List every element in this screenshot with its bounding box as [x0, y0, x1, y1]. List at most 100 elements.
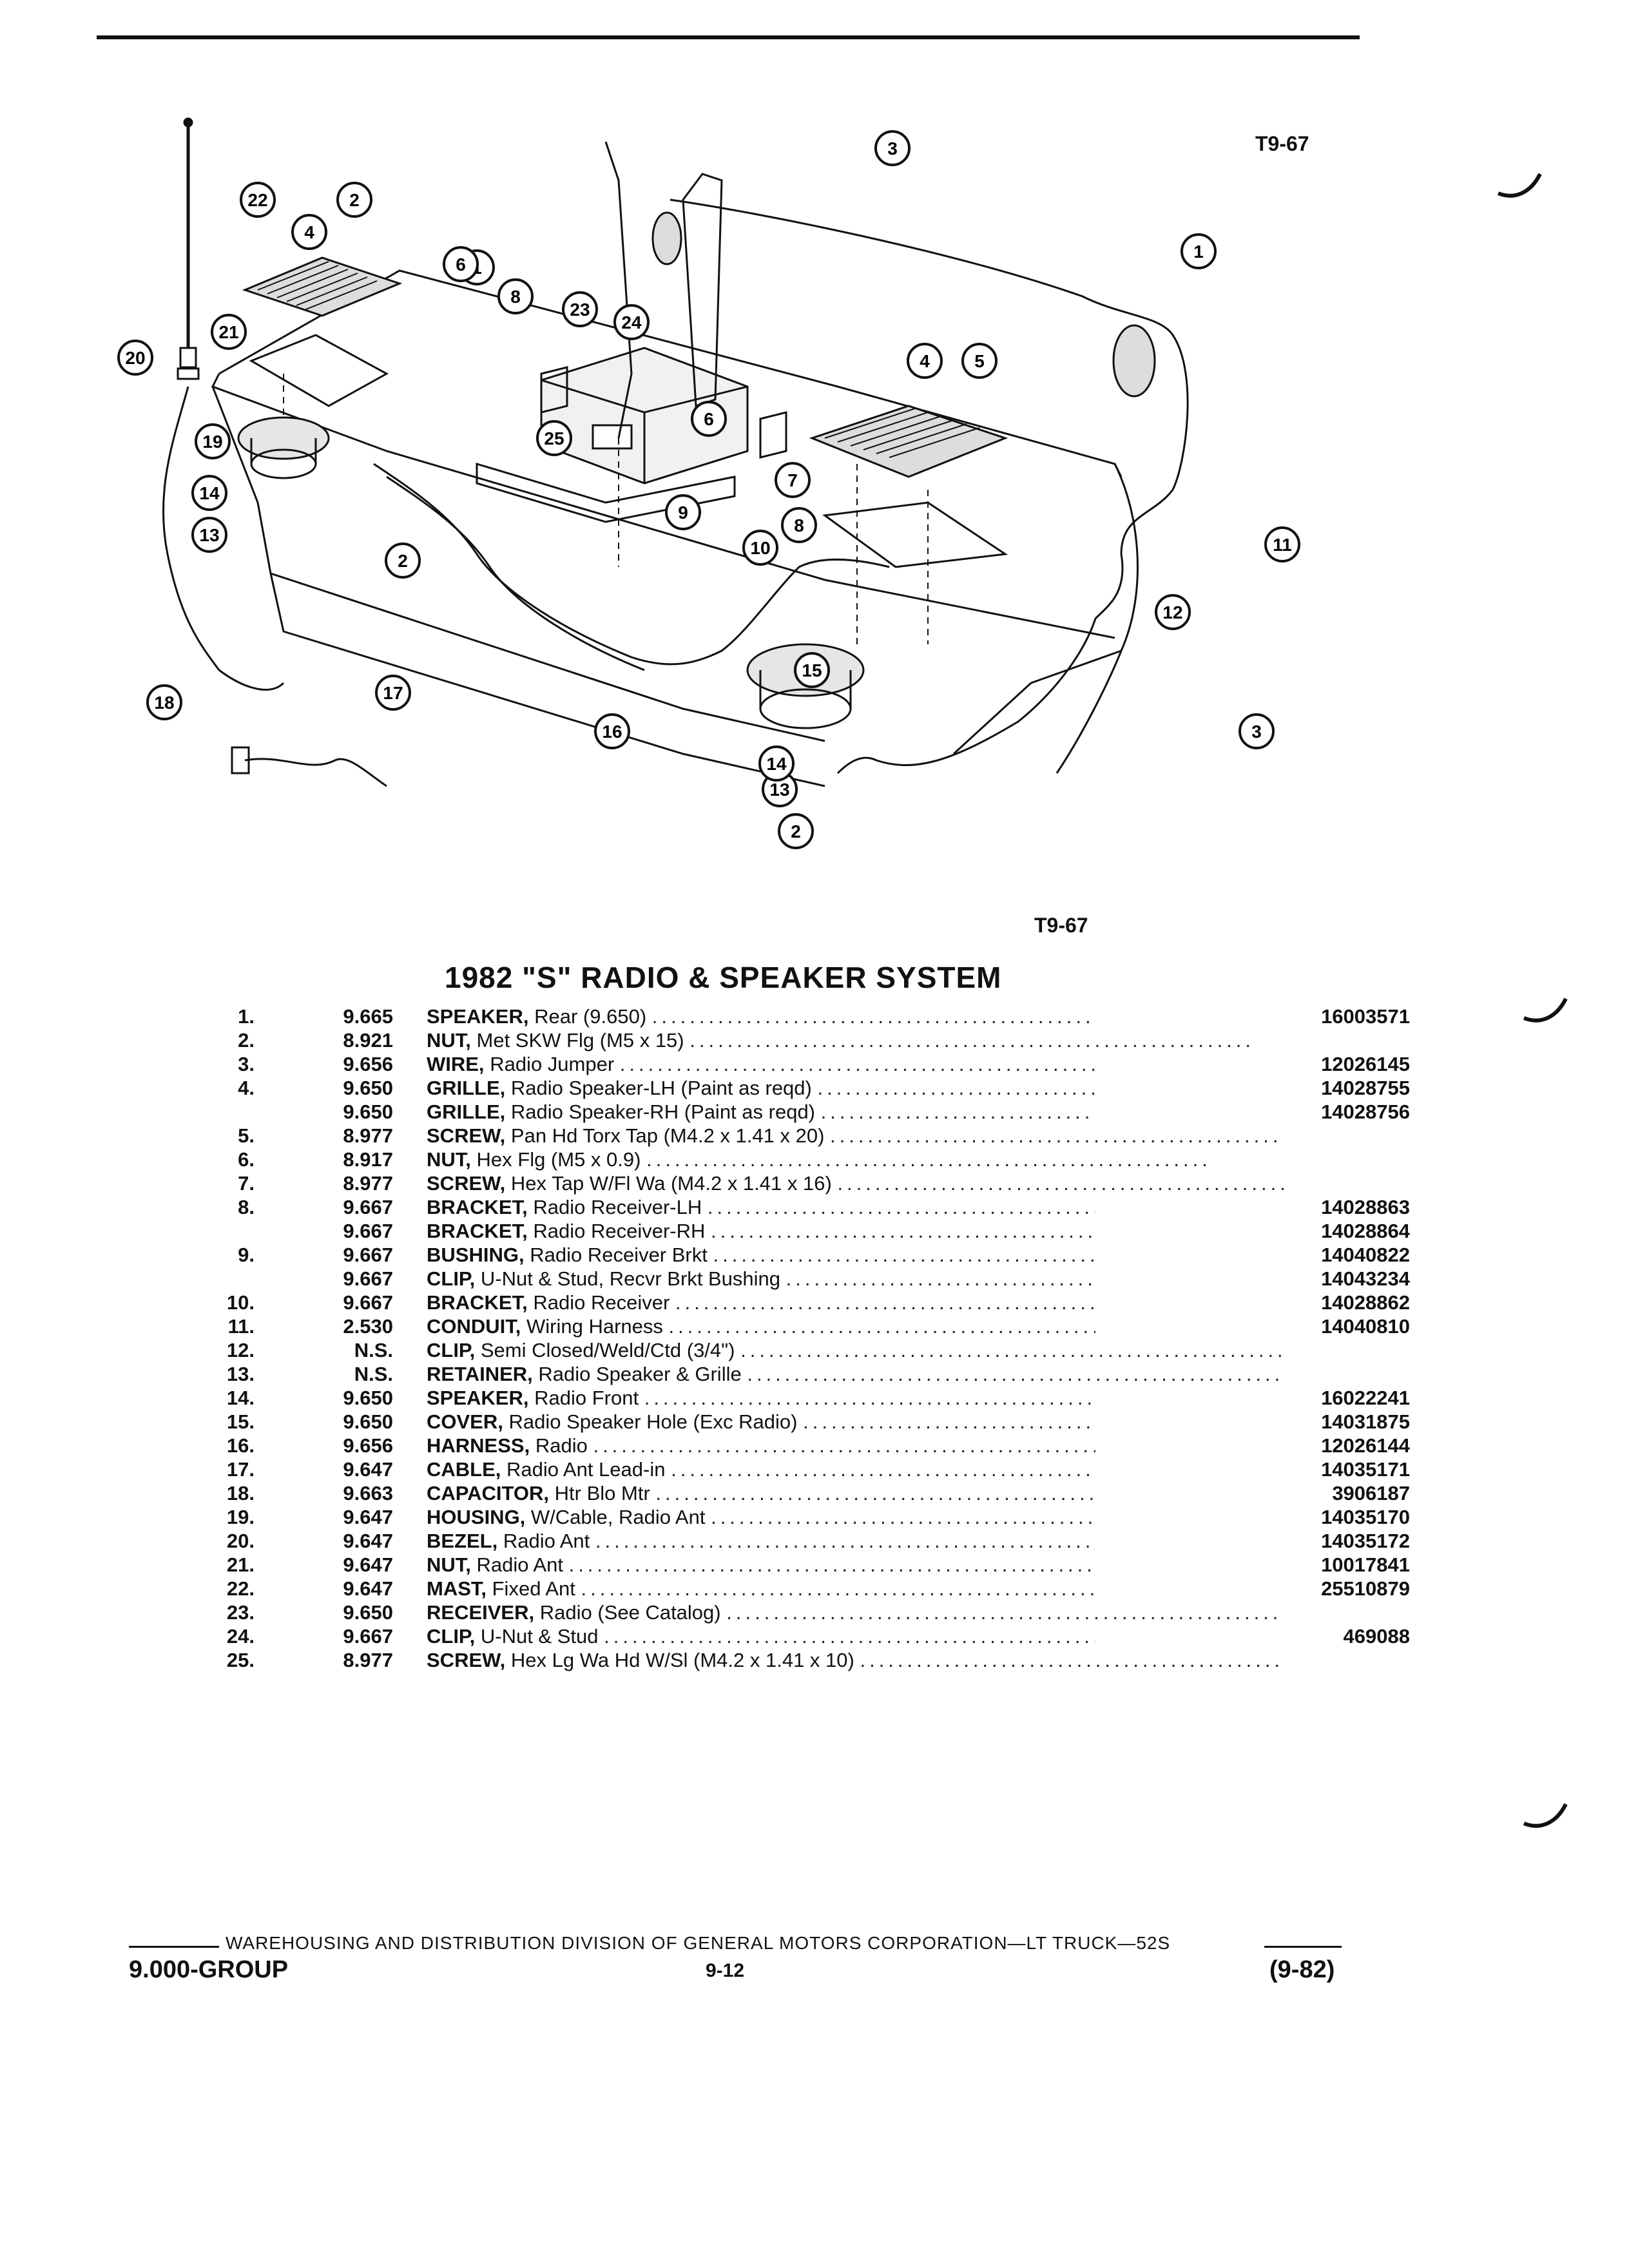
part-name: BUSHING,: [427, 1244, 525, 1266]
part-description: BEZEL, Radio Ant .......................…: [427, 1530, 1284, 1553]
callout-number: 7: [787, 470, 798, 490]
callout-19: 19: [195, 423, 231, 459]
figure-code-bottom: T9-67: [1034, 914, 1088, 937]
callout-number: 22: [247, 190, 267, 210]
callout-number: 1: [1193, 242, 1204, 262]
part-name: CONDUIT,: [427, 1315, 521, 1338]
callout-13: 13: [191, 517, 227, 553]
leader-dots: ........................................…: [860, 1649, 1284, 1671]
callout-number: 3: [887, 139, 898, 159]
part-number: 14028864: [1095, 1220, 1410, 1243]
callout-number: 13: [199, 525, 219, 545]
part-number: 14040810: [1095, 1315, 1410, 1338]
ref-number: 15.: [226, 1410, 255, 1433]
part-number: 12026144: [1095, 1434, 1410, 1457]
part-name: SPEAKER,: [427, 1387, 529, 1409]
group-number: 9.647: [343, 1577, 393, 1600]
callout-18: 18: [146, 684, 182, 720]
part-detail: W/Cable, Radio Ant: [530, 1506, 706, 1528]
part-detail: Htr Blo Mtr: [554, 1482, 650, 1504]
part-name: RECEIVER,: [427, 1601, 535, 1624]
part-number: 14028863: [1095, 1196, 1410, 1219]
part-name: NUT,: [427, 1553, 471, 1576]
callout-number: 14: [766, 754, 787, 774]
leader-dots: ........................................…: [595, 1530, 1161, 1552]
group-number: 8.977: [343, 1649, 393, 1671]
part-detail: Radio Speaker-LH (Paint as reqd): [510, 1077, 812, 1099]
callout-4: 4: [291, 214, 327, 250]
part-description: RETAINER, Radio Speaker & Grille .......…: [427, 1363, 1284, 1386]
group-number: 9.667: [343, 1625, 393, 1648]
callout-number: 13: [769, 780, 789, 800]
leader-dots: ........................................…: [689, 1029, 1255, 1052]
part-number: 14028755: [1095, 1077, 1410, 1100]
part-number: 14043234: [1095, 1267, 1410, 1291]
part-description: NUT, Hex Flg (M5 x 0.9) ................…: [427, 1148, 1284, 1171]
callout-number: 2: [791, 822, 801, 841]
callout-number: 24: [621, 312, 642, 332]
group-number: 9.650: [343, 1387, 393, 1409]
callout-25: 25: [536, 420, 572, 456]
callout-number: 25: [544, 428, 564, 448]
callout-number: 12: [1162, 602, 1182, 622]
ref-number: 20.: [226, 1530, 255, 1552]
part-detail: U-Nut & Stud, Recvr Brkt Bushing: [480, 1267, 781, 1290]
footer-group: 9.000-GROUP: [129, 1956, 289, 1983]
part-name: NUT,: [427, 1029, 471, 1052]
callout-number: 15: [802, 660, 822, 680]
part-name: CAPACITOR,: [427, 1482, 550, 1504]
callout-14: 14: [758, 745, 795, 782]
group-number: 2.530: [343, 1315, 393, 1338]
part-description: CLIP, Semi Closed/Weld/Ctd (3/4") ......…: [427, 1339, 1284, 1362]
group-number: 9.647: [343, 1506, 393, 1528]
ref-number: 18.: [226, 1482, 255, 1504]
footer-line: WAREHOUSING AND DISTRIBUTION DIVISION OF…: [226, 1933, 1171, 1953]
part-name: BRACKET,: [427, 1220, 528, 1242]
part-description: NUT, Met SKW Flg (M5 x 15) .............…: [427, 1029, 1284, 1052]
group-number: 9.650: [343, 1410, 393, 1433]
callout-number: 8: [794, 515, 804, 535]
group-number: 9.650: [343, 1601, 393, 1624]
part-detail: Radio Receiver-RH: [533, 1220, 706, 1242]
part-name: SCREW,: [427, 1172, 506, 1195]
callout-number: 10: [750, 538, 770, 558]
leader-dots: ........................................…: [830, 1124, 1284, 1147]
callout-number: 11: [1273, 535, 1292, 555]
part-number: 3906187: [1095, 1482, 1410, 1505]
part-name: SCREW,: [427, 1124, 506, 1147]
leader-dots: ........................................…: [568, 1553, 1134, 1576]
callout-number: 4: [304, 222, 314, 242]
binder-tick-mark: [1523, 1803, 1568, 1828]
part-description: SCREW, Hex Tap W/Fl Wa (M4.2 x 1.41 x 16…: [427, 1172, 1284, 1195]
ref-number: 7.: [238, 1172, 255, 1195]
ref-number: 9.: [238, 1244, 255, 1266]
callout-number: 21: [218, 322, 238, 342]
leader-dots: ........................................…: [593, 1434, 1159, 1457]
ref-number: 8.: [238, 1196, 255, 1218]
callout-number: 23: [570, 300, 590, 320]
leader-dots: ........................................…: [604, 1625, 1169, 1648]
part-detail: Semi Closed/Weld/Ctd (3/4"): [480, 1339, 735, 1361]
callout-layer: 1122233445667889101112131314141516171819…: [117, 130, 1300, 849]
part-number: 14035170: [1095, 1506, 1410, 1529]
callout-number: 3: [1251, 722, 1262, 742]
ref-number: 14.: [226, 1387, 255, 1409]
ref-number: 24.: [226, 1625, 255, 1648]
footer-rule-left: [129, 1946, 219, 1948]
part-description: CLIP, U-Nut & Stud .....................…: [427, 1625, 1284, 1648]
part-name: GRILLE,: [427, 1077, 506, 1099]
part-detail: Rear (9.650): [534, 1005, 647, 1028]
footer-rule-right: [1264, 1946, 1342, 1948]
group-number: 9.667: [343, 1291, 393, 1314]
part-name: CABLE,: [427, 1458, 501, 1481]
callout-number: 5: [974, 351, 985, 371]
part-number: 14040822: [1095, 1244, 1410, 1267]
callout-2: 2: [336, 182, 372, 218]
callout-number: 8: [510, 287, 521, 307]
ref-number: 3.: [238, 1053, 255, 1075]
part-description: MAST, Fixed Ant ........................…: [427, 1577, 1284, 1600]
leader-dots: ........................................…: [740, 1339, 1284, 1361]
ref-number: 25.: [226, 1649, 255, 1671]
part-number: 469088: [1095, 1625, 1410, 1648]
group-number: N.S.: [354, 1339, 393, 1361]
